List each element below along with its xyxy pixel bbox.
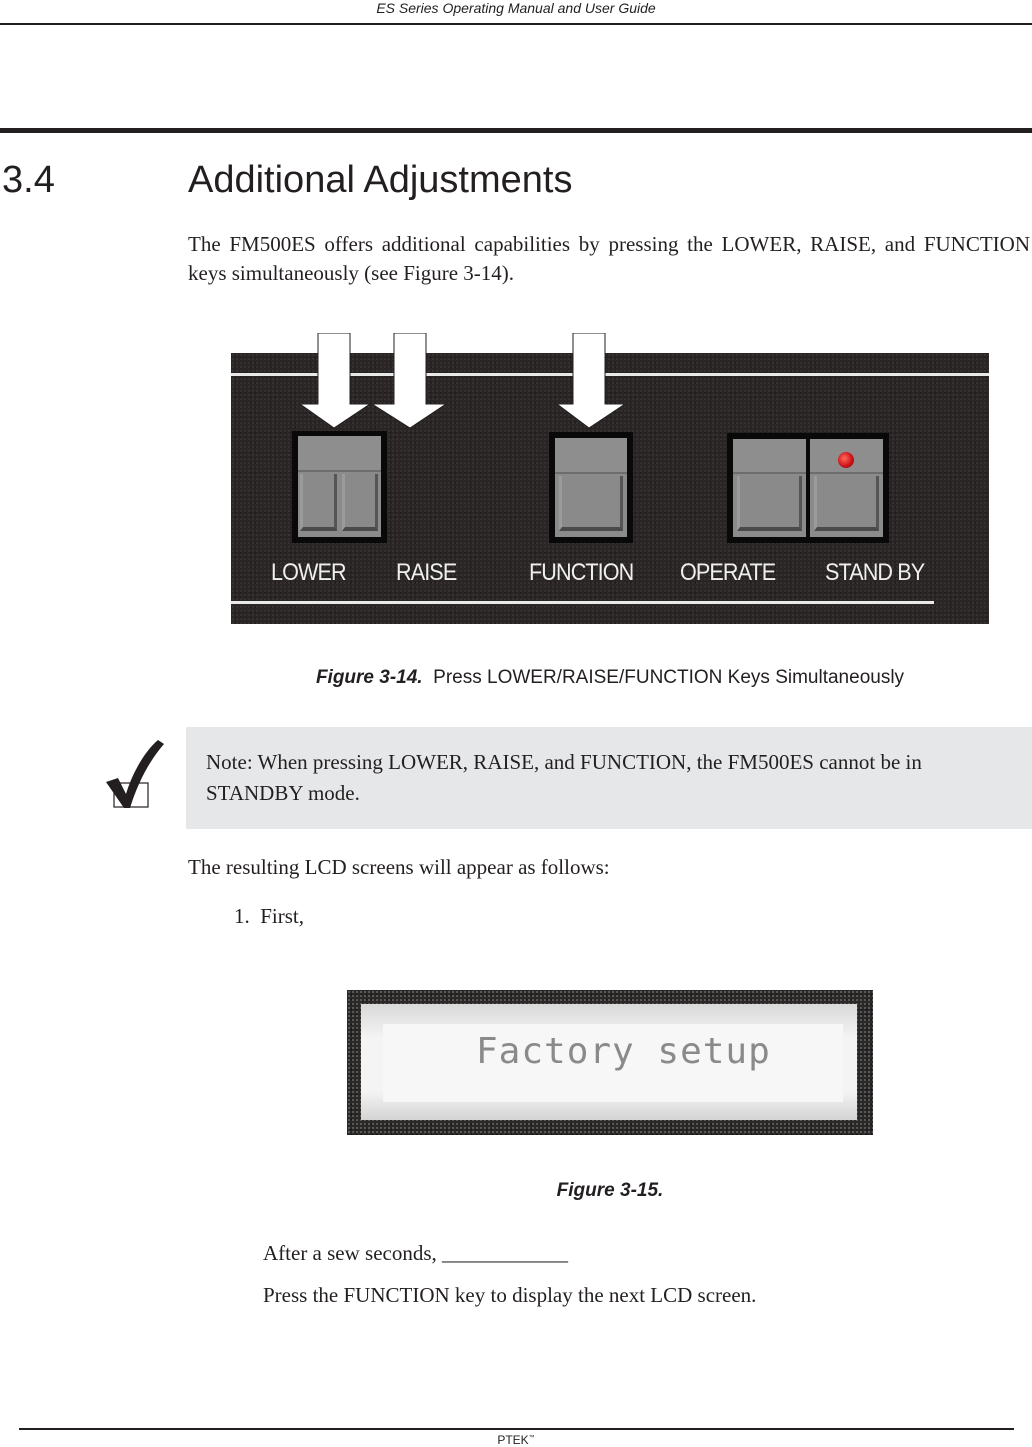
lcd-screen: Factory setup (383, 1024, 843, 1102)
figure-caption-text: Press LOWER/RAISE/FUNCTION Keys Simultan… (433, 667, 905, 688)
checkmark-icon (106, 740, 164, 808)
resulting-text: The resulting LCD screens will appear as… (188, 855, 610, 879)
footer-brand: PTEK™ (0, 1432, 1032, 1447)
note-box: Note: When pressing LOWER, RAISE, and FU… (186, 727, 1032, 829)
intro-paragraph: The FM500ES offers additional capabiliti… (188, 232, 1030, 285)
trademark-symbol: ™ (528, 1435, 535, 1441)
standby-led (838, 452, 854, 468)
footer-rule (19, 1428, 1014, 1430)
down-arrow-icon-function (556, 333, 626, 429)
down-arrow-icon-lower-raise (300, 333, 448, 429)
figure-3-14-caption: Figure 3-14. Press LOWER/RAISE/FUNCTION … (0, 666, 1032, 690)
operate-key (733, 439, 806, 537)
panel-bottom-stripe (231, 601, 934, 604)
lcd-display-figure: Factory setup (347, 990, 873, 1135)
section-number: 3.4 (2, 159, 55, 201)
panel-label-function: FUNCTION (529, 559, 634, 586)
raise-key (339, 436, 381, 537)
lcd-text: Factory setup (476, 1031, 771, 1072)
panel-label-standby: STAND BY (825, 559, 925, 586)
panel-label-lower: LOWER (271, 559, 347, 586)
figure-label: Figure 3-14. (315, 667, 423, 688)
section-title: Additional Adjustments (188, 159, 573, 201)
control-panel-figure: LOWER RAISE FUNCTION OPERATE STAND BY (231, 353, 989, 624)
section-rule (0, 128, 1032, 133)
panel-label-raise: RAISE (396, 559, 457, 586)
lcd-glass: Factory setup (361, 1004, 857, 1120)
after-text: After a sew seconds, ____________ (263, 1241, 569, 1265)
lower-key (298, 436, 339, 537)
running-header: ES Series Operating Manual and User Guid… (376, 0, 656, 16)
panel-label-operate: OPERATE (680, 559, 776, 586)
panel-top-stripe (231, 373, 989, 376)
figure-3-15-caption: Figure 3-15. (556, 1180, 664, 1201)
note-text: Note: When pressing LOWER, RAISE, and FU… (206, 750, 922, 805)
function-key (555, 438, 627, 537)
step-1-text: 1. First, (234, 904, 305, 928)
footer-brand-name: PTEK (497, 1433, 529, 1447)
standby-key (810, 439, 883, 537)
header-rule (0, 23, 1032, 25)
press-function-text: Press the FUNCTION key to display the ne… (263, 1283, 757, 1307)
